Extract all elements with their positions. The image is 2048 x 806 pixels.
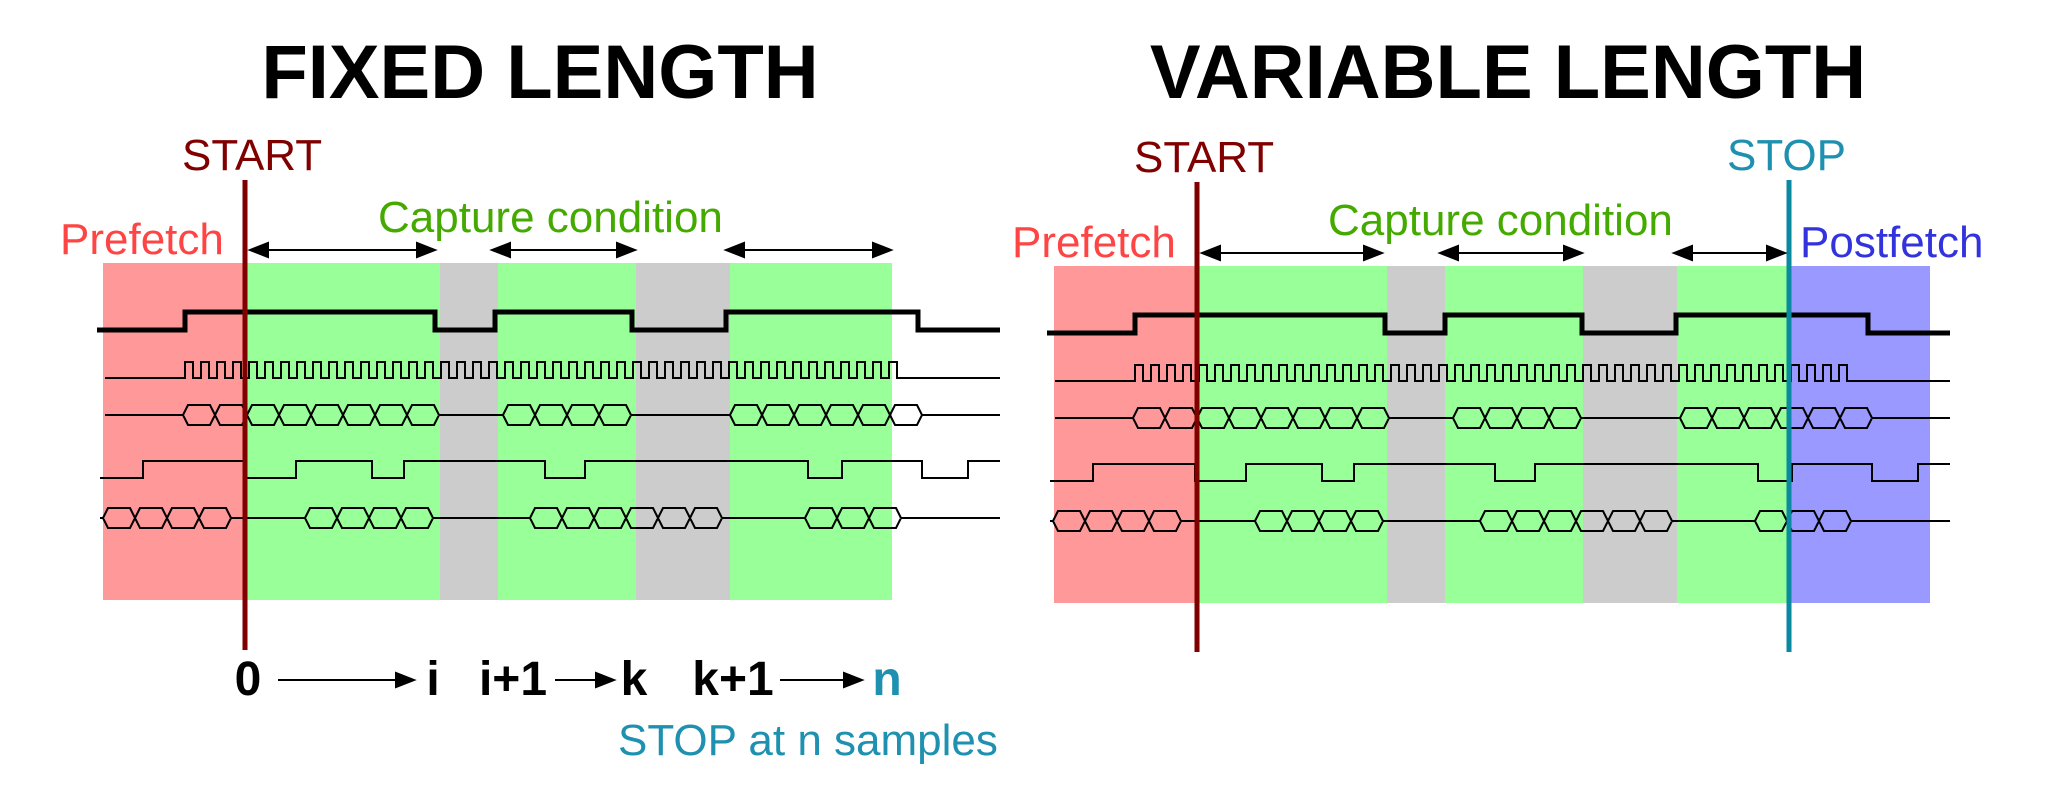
variable-capture-label: Capture condition xyxy=(1328,196,1673,245)
data-bus-signal xyxy=(1055,407,1950,429)
fixed-stop-note: STOP at n samples xyxy=(618,716,998,765)
index-label-i: i xyxy=(426,653,439,706)
fixed-idle-region xyxy=(440,263,498,600)
variable-title: VARIABLE LENGTH xyxy=(1150,30,1866,115)
fixed-idle-region xyxy=(636,263,730,600)
variable-regions xyxy=(1054,266,1930,603)
fixed-regions xyxy=(103,263,892,600)
index-label-k-plus-1: k+1 xyxy=(692,653,773,706)
fixed-capture-label: Capture condition xyxy=(378,193,723,242)
index-label-0: 0 xyxy=(235,653,262,706)
variable-postfetch-region xyxy=(1789,266,1930,603)
fixed-length-panel: FIXED LENGTH START Prefetch Capture cond… xyxy=(60,30,1000,765)
capture-enable-signal xyxy=(1047,312,1950,336)
variable-postfetch-label: Postfetch xyxy=(1800,218,1983,267)
variable-length-panel: VARIABLE LENGTH START STOP Prefetch Capt… xyxy=(1012,30,1983,652)
index-label-i-plus-1: i+1 xyxy=(479,653,547,706)
variable-capture-arrows xyxy=(1199,244,1788,262)
index-label-k: k xyxy=(621,653,648,706)
variable-prefetch-region xyxy=(1054,266,1197,603)
variable-start-label: START xyxy=(1134,133,1274,182)
clock-signal xyxy=(1055,364,1950,382)
variable-capture-region xyxy=(1677,266,1789,603)
fixed-capture-region xyxy=(245,263,440,600)
fixed-start-label: START xyxy=(182,131,322,180)
fixed-capture-region xyxy=(498,263,636,600)
variable-prefetch-label: Prefetch xyxy=(1012,218,1176,267)
fixed-sample-index-row: 0 i i+1 k k+1 n xyxy=(235,653,902,706)
fixed-title: FIXED LENGTH xyxy=(261,30,818,115)
variable-capture-region xyxy=(1445,266,1583,603)
address-bus-signal xyxy=(1050,510,1950,532)
variable-stop-label: STOP xyxy=(1727,131,1846,180)
variable-idle-region xyxy=(1583,266,1677,603)
fixed-capture-arrows xyxy=(247,241,894,259)
index-label-n: n xyxy=(872,653,901,706)
fixed-capture-region xyxy=(730,263,892,600)
fixed-prefetch-region xyxy=(103,263,245,600)
variable-idle-region xyxy=(1387,266,1445,603)
address-bus-signal xyxy=(100,507,1000,529)
data-bus-signal xyxy=(105,404,1000,426)
fixed-prefetch-label: Prefetch xyxy=(60,215,224,264)
variable-capture-region xyxy=(1197,266,1387,603)
clock-signal xyxy=(105,361,1000,379)
capture-enable-signal xyxy=(97,309,1000,333)
